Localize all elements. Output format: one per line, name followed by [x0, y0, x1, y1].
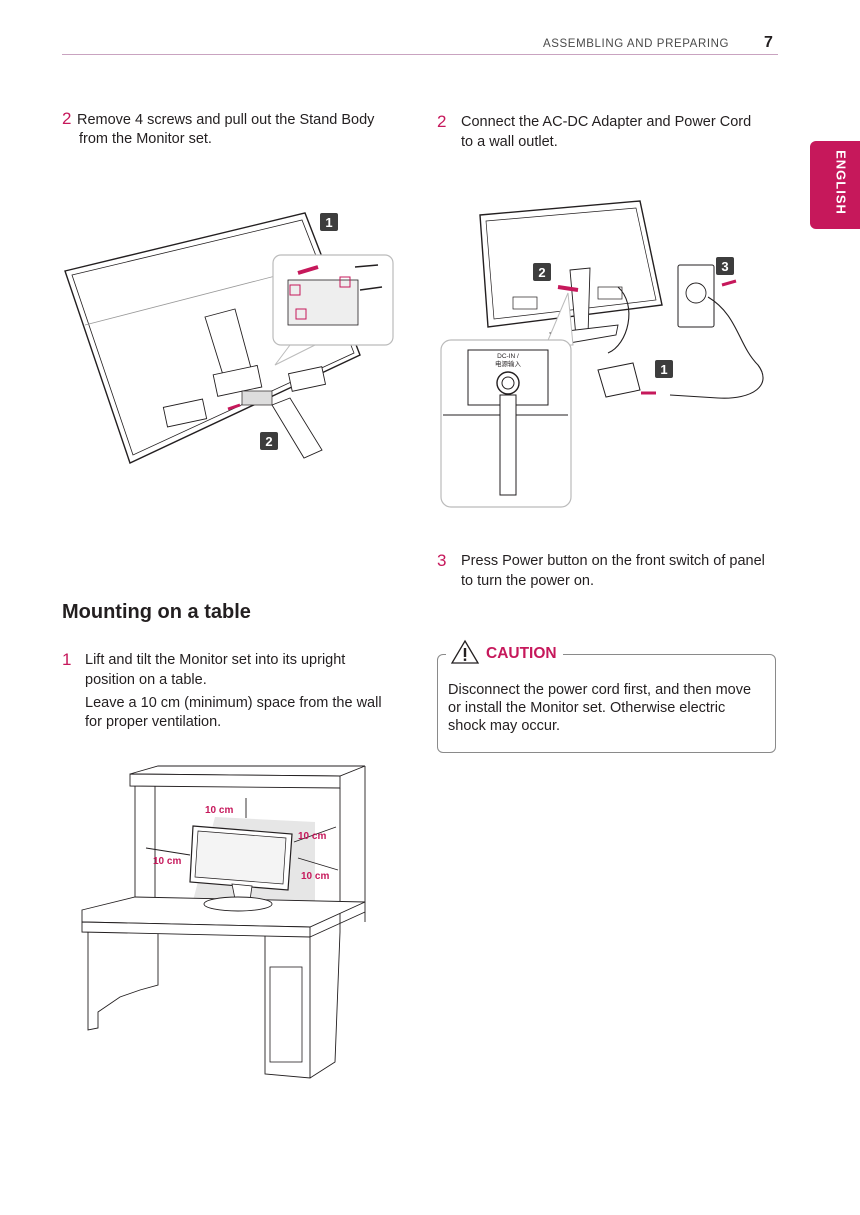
- caution-header: CAUTION: [446, 639, 563, 670]
- caution-box: [437, 654, 776, 753]
- mounting-text-line4: for proper ventilation.: [85, 714, 222, 730]
- clearance-right-upper-label: 10 cm: [298, 831, 326, 842]
- caution-text-line3: shock may occur.: [448, 718, 561, 734]
- caution-text-line1: Disconnect the power cord first, and the…: [448, 682, 752, 698]
- caution-text-line2: or install the Monitor set. Otherwise el…: [448, 700, 726, 716]
- stand-callout-2: 2: [265, 434, 272, 449]
- adapter-callout-2: 2: [538, 265, 545, 280]
- caution-label: CAUTION: [486, 645, 557, 662]
- right-step3-number: 3: [437, 551, 447, 570]
- header-divider: [62, 54, 778, 55]
- language-tab: ENGLISH: [810, 141, 860, 229]
- adapter-callout-3: 3: [721, 259, 728, 274]
- mounting-step-number: 1: [62, 650, 72, 669]
- clearance-top-label: 10 cm: [205, 805, 233, 816]
- right-step2-text-line2: to a wall outlet.: [461, 134, 558, 150]
- desk-clearance-illustration: 10 cm 10 cm 10 cm 10 cm: [81, 765, 366, 1079]
- mounting-text-line1: Lift and tilt the Monitor set into its u…: [85, 652, 346, 668]
- clearance-left-label: 10 cm: [153, 856, 181, 867]
- clearance-right-lower-label: 10 cm: [301, 871, 329, 882]
- adapter-connection-illustration: DC-IN / 电源输入 2 3 1: [440, 200, 764, 508]
- running-header-section: ASSEMBLING AND PREPARING: [543, 38, 730, 50]
- right-step3-text-line2: to turn the power on.: [461, 573, 594, 589]
- section-title: Mounting on a table: [62, 601, 251, 623]
- adapter-callout-1: 1: [660, 362, 667, 377]
- page-number: 7: [764, 34, 773, 51]
- stand-removal-illustration: 1 2: [64, 212, 394, 464]
- right-step2-text-line1: Connect the AC-DC Adapter and Power Cord: [461, 114, 752, 130]
- left-step-text-line1: Remove 4 screws and pull out the Stand B…: [77, 112, 375, 128]
- right-step3-text-line1: Press Power button on the front switch o…: [461, 553, 765, 569]
- caution-text: Disconnect the power cord first, and the…: [448, 681, 770, 735]
- mounting-text-line2: position on a table.: [85, 672, 207, 688]
- left-step-text-line2: from the Monitor set.: [79, 131, 212, 147]
- mounting-text-line3: Leave a 10 cm (minimum) space from the w…: [85, 695, 382, 711]
- right-step2-number: 2: [437, 112, 447, 131]
- left-step-number: 2: [62, 109, 72, 128]
- stand-callout-1: 1: [325, 215, 332, 230]
- dc-in-label-line1: DC-IN /: [497, 353, 519, 360]
- dc-in-label-line2: 电源输入: [495, 359, 522, 368]
- language-tab-label: ENGLISH: [833, 150, 849, 215]
- warning-icon: [450, 639, 480, 670]
